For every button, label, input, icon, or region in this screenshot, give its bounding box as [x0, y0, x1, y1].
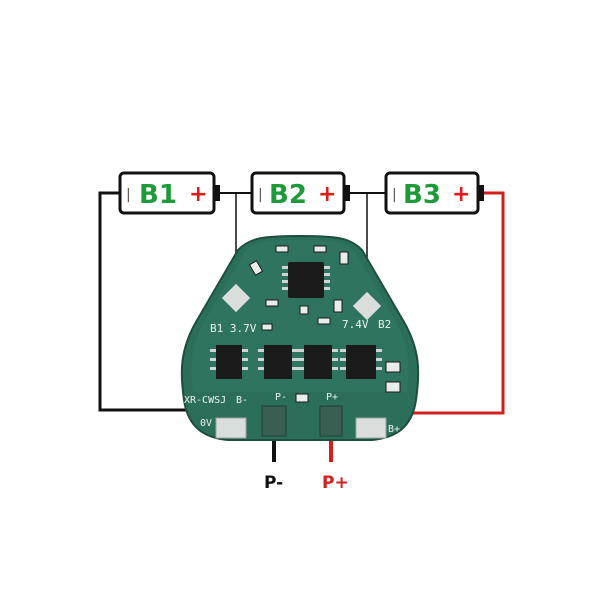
wire-b3-positive — [368, 191, 505, 415]
battery-b3-plus-mark: + — [452, 182, 470, 207]
silk-b1-voltage: B1 3.7V — [210, 322, 257, 335]
battery-b2-plus-mark: + — [318, 182, 336, 207]
smd-right-2 — [385, 381, 401, 393]
jumper-pad — [295, 393, 309, 403]
battery-b2: | B2 + — [250, 171, 350, 215]
terminal-label-p-minus: P- — [264, 473, 283, 493]
pad-p-plus — [319, 405, 343, 437]
balance-pad-b2 — [352, 291, 382, 321]
smd-components — [248, 245, 349, 331]
battery-b3-label: B3 — [403, 180, 441, 210]
silk-b2-voltage: 7.4V — [342, 318, 369, 331]
bms-board: B1 3.7V 7.4V B2 XR-CWSJ B- 0V P- P+ B+ — [180, 234, 420, 441]
battery-b1-minus-mark: | — [126, 187, 131, 203]
battery-b1-terminal — [214, 185, 220, 201]
silk-b2: B2 — [378, 318, 391, 331]
battery-b1-label: B1 — [139, 180, 177, 210]
controller-ic-pins — [282, 266, 330, 290]
mosfet-2 — [264, 345, 292, 379]
pad-b-plus — [355, 417, 387, 439]
battery-b3-minus-mark: | — [392, 187, 397, 203]
pad-b-minus — [215, 417, 247, 439]
silk-b-plus: B+ — [388, 424, 400, 435]
silk-p-minus: P- — [275, 392, 287, 403]
terminal-label-p-plus: P+ — [322, 473, 349, 493]
battery-b2-terminal — [344, 185, 350, 201]
battery-b3-terminal — [478, 185, 484, 201]
battery-b2-label: B2 — [269, 180, 307, 210]
smd-right-1 — [385, 361, 401, 373]
pcb-outline — [180, 234, 420, 441]
wire-b1-negative — [98, 191, 245, 412]
silk-b-minus: B- — [236, 395, 248, 406]
silk-model: XR-CWSJ — [184, 395, 226, 406]
battery-b3: | B3 + — [384, 171, 484, 215]
battery-b1: | B1 + — [118, 171, 220, 215]
mosfet-1 — [216, 345, 242, 379]
controller-ic — [288, 262, 324, 298]
silk-p-plus: P+ — [326, 392, 338, 403]
battery-b2-minus-mark: | — [258, 187, 263, 203]
silk-ov: 0V — [200, 418, 212, 429]
battery-b1-plus-mark: + — [189, 182, 207, 207]
mosfet-4 — [346, 345, 376, 379]
mosfet-3 — [304, 345, 332, 379]
pad-p-minus — [261, 405, 287, 437]
mosfet-row — [210, 345, 401, 393]
